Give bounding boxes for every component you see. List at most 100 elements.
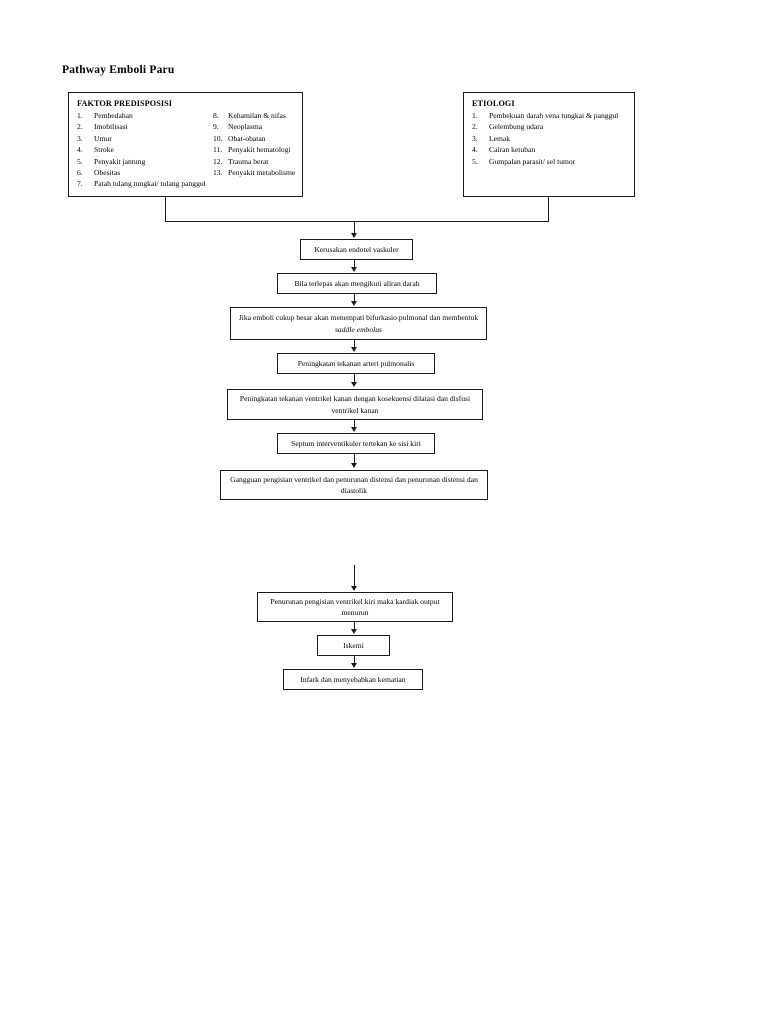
flow-label-saddle-embolus-italic: saddle embolus bbox=[334, 324, 383, 334]
faktor-predisposisi-item-number: 2. bbox=[77, 122, 83, 132]
faktor-predisposisi-item: 2. Imobilisasi bbox=[77, 121, 217, 132]
faktor-predisposisi-item: 9. Neoplasma bbox=[213, 121, 323, 132]
arrow-head-9 bbox=[351, 663, 357, 668]
arrow-stem-4 bbox=[354, 374, 355, 383]
etiologi-item-label: Cairan ketuban bbox=[489, 145, 536, 155]
faktor-predisposisi-item-number: 4. bbox=[77, 145, 83, 155]
etiologi-item-label: Gumpalan parasit/ sel tumor bbox=[489, 156, 576, 166]
flow-label-pulmonary-artery-pressure: Peningkatan tekanan arteri pulmonalis bbox=[297, 358, 415, 368]
arrow-stem-8 bbox=[354, 622, 355, 630]
flow-box-pulmonary-artery-pressure: Peningkatan tekanan arteri pulmonalis bbox=[277, 353, 435, 374]
flow-label-saddle-embolus-lead: Jika emboli cukup besar akan menempati b… bbox=[238, 313, 479, 323]
faktor-predisposisi-item-label: Penyakit metabolisme bbox=[228, 168, 296, 178]
etiologi-box: ETIOLOGI 1. Pembekuan darah vena tungkai … bbox=[463, 92, 635, 197]
connector-merge-arrowhead bbox=[351, 233, 357, 238]
faktor-predisposisi-item-label: Pembedahan bbox=[94, 111, 133, 120]
etiologi-list: 1. Pembekuan darah vena tungkai & panggul… bbox=[472, 110, 626, 167]
faktor-predisposisi-item-label: Neoplasma bbox=[228, 122, 263, 132]
etiologi-item-number: 3. bbox=[472, 133, 478, 143]
flow-box-cardiac-output: Penurunan pengisian ventrikel kiri maka … bbox=[257, 592, 453, 622]
connector-merge-stem bbox=[354, 221, 355, 234]
page-title: Pathway Emboli Paru bbox=[62, 64, 175, 76]
arrow-head-6 bbox=[351, 463, 357, 468]
faktor-predisposisi-item-label: Penyakit hematologi bbox=[228, 145, 291, 155]
faktor-predisposisi-item-label: Umur bbox=[94, 133, 112, 143]
etiologi-item-label: Lemak bbox=[489, 133, 511, 143]
faktor-predisposisi-item-label: Patah tulang tungkai/ tulang panggul bbox=[94, 179, 206, 189]
faktor-predisposisi-item-number: 1. bbox=[77, 111, 83, 120]
etiologi-item-label: Gelembung udara bbox=[489, 122, 544, 132]
flow-label-endothelial-damage: Kerusakan endotel vaskuler bbox=[314, 244, 399, 254]
flow-label-ischemia: Iskemi bbox=[343, 640, 364, 650]
faktor-predisposisi-item: 13. Penyakit metabolisme bbox=[213, 167, 323, 178]
flow-box-septum-shift: Septum interventikuler tertekan ke sisi … bbox=[277, 433, 435, 454]
arrow-head-1 bbox=[351, 267, 357, 272]
arrow-stem-5 bbox=[354, 420, 355, 428]
flow-box-right-ventricle-pressure: Peningkatan tekanan ventrikel kanan deng… bbox=[227, 389, 483, 420]
arrow-stem-2 bbox=[354, 294, 355, 302]
faktor-predisposisi-item-label: Penyakit jantung bbox=[94, 156, 146, 166]
etiologi-item-number: 1. bbox=[472, 111, 478, 120]
etiologi-item: 3. Lemak bbox=[472, 133, 626, 144]
etiologi-item-number: 5. bbox=[472, 156, 478, 166]
flow-label-right-ventricle-pressure: Peningkatan tekanan ventrikel kanan deng… bbox=[239, 394, 471, 415]
faktor-predisposisi-item: 3. Umur bbox=[77, 133, 217, 144]
faktor-predisposisi-item: 8. Kehamilan & nifas bbox=[213, 110, 323, 121]
etiologi-item-number: 4. bbox=[472, 145, 478, 155]
arrow-head-4 bbox=[351, 382, 357, 387]
faktor-predisposisi-item-number: 7. bbox=[77, 179, 83, 189]
etiologi-item: 5. Gumpalan parasit/ sel tumor bbox=[472, 156, 626, 167]
flow-box-saddle-embolus: Jika emboli cukup besar akan menempati b… bbox=[230, 307, 487, 340]
etiologi-item: 4. Cairan ketuban bbox=[472, 144, 626, 155]
arrow-stem-3 bbox=[354, 340, 355, 348]
arrow-stem-9 bbox=[354, 656, 355, 664]
faktor-predisposisi-item-number: 3. bbox=[77, 133, 83, 143]
faktor-predisposisi-item: 11. Penyakit hematologi bbox=[213, 144, 323, 155]
flow-label-infarction: Infark dan menyebabkan kematian bbox=[300, 674, 406, 684]
etiologi-item: 2. Gelembung udara bbox=[472, 121, 626, 132]
flow-box-follows-bloodstream: Bila terlepas akan mengikuti aliran dara… bbox=[277, 273, 437, 294]
flow-box-infarction: Infark dan menyebabkan kematian bbox=[283, 669, 423, 690]
faktor-predisposisi-item-number: 6. bbox=[77, 168, 83, 178]
faktor-predisposisi-item-number: 5. bbox=[77, 156, 83, 166]
faktor-predisposisi-box: FAKTOR PREDISPOSISI 1. Pembedahan 2. Imobil… bbox=[68, 92, 303, 197]
etiologi-item-label: Pembekuan darah vena tungkai & panggul bbox=[489, 111, 619, 120]
faktor-predisposisi-item-number: 8. bbox=[213, 111, 219, 120]
arrow-head-5 bbox=[351, 427, 357, 432]
connector-merge-bar bbox=[165, 221, 549, 222]
flow-box-ischemia: Iskemi bbox=[317, 635, 390, 656]
arrow-stem-1 bbox=[354, 260, 355, 268]
faktor-predisposisi-item: 4. Stroke bbox=[77, 144, 217, 155]
etiologi-item-number: 2. bbox=[472, 122, 478, 132]
arrow-head-7 bbox=[351, 586, 357, 591]
faktor-predisposisi-heading: FAKTOR PREDISPOSISI bbox=[77, 99, 173, 108]
faktor-predisposisi-item-label: Imobilisasi bbox=[94, 122, 128, 132]
faktor-predisposisi-item-number: 13. bbox=[213, 168, 223, 178]
faktor-predisposisi-item: 6. Obesitas bbox=[77, 167, 217, 178]
faktor-predisposisi-item-number: 11. bbox=[213, 145, 223, 155]
faktor-predisposisi-item-label: Trauma berat bbox=[228, 156, 269, 166]
faktor-predisposisi-item-label: Obesitas bbox=[94, 168, 121, 178]
faktor-predisposisi-item: 10.Obat-obatan bbox=[213, 133, 323, 144]
flow-label-follows-bloodstream: Bila terlepas akan mengikuti aliran dara… bbox=[294, 278, 420, 288]
arrow-head-3 bbox=[351, 347, 357, 352]
faktor-predisposisi-item-label: Stroke bbox=[94, 145, 114, 155]
arrow-stem-7 bbox=[354, 565, 355, 587]
faktor-predisposisi-item-number: 9. bbox=[213, 122, 219, 132]
etiologi-item: 1. Pembekuan darah vena tungkai & panggul bbox=[472, 110, 626, 121]
connector-right-drop bbox=[548, 197, 549, 222]
arrow-head-2 bbox=[351, 301, 357, 306]
flow-box-filling-disturbance: Gangguan pengisian ventrikel dan penurun… bbox=[220, 470, 488, 500]
faktor-predisposisi-item-number: 12. bbox=[213, 156, 223, 166]
flow-label-saddle-embolus: Jika emboli cukup besar akan menempati b… bbox=[231, 312, 486, 334]
faktor-predisposisi-item: 5. Penyakit jantung bbox=[77, 156, 217, 167]
etiologi-heading: ETIOLOGI bbox=[472, 99, 515, 108]
faktor-predisposisi-item-label: Kehamilan & nifas bbox=[228, 111, 286, 120]
flow-label-septum-shift: Septum interventikuler tertekan ke sisi … bbox=[291, 438, 421, 448]
faktor-predisposisi-item: 7. Patah tulang tungkai/ tulang panggul bbox=[77, 178, 217, 189]
flow-label-cardiac-output: Penurunan pengisian ventrikel kiri maka … bbox=[270, 596, 440, 617]
connector-left-drop bbox=[165, 197, 166, 222]
